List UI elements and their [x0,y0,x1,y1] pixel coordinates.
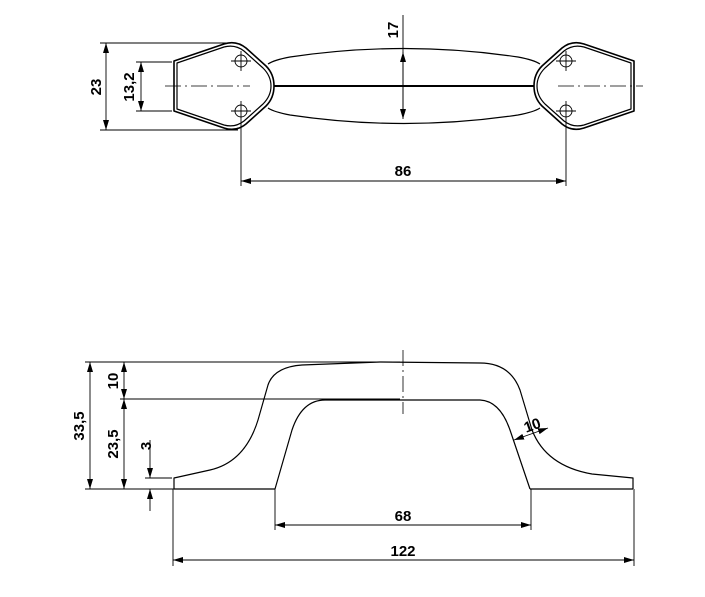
dim-inner-clearance: 23,5 [105,429,122,458]
dim-hole-center-distance: 86 [395,163,412,180]
top-view: 23 13,2 17 86 [88,15,643,186]
hole-top-left [231,51,251,71]
dim-overall-height-top: 23 [88,79,105,96]
dim-overall-length: 122 [390,543,415,560]
grip-top-edge [267,47,541,65]
hole-top-right [556,51,576,71]
dim-overall-height-side: 33,5 [71,411,88,440]
grip-bottom-edge [267,107,541,125]
dim-hole-spacing: 13,2 [121,72,138,101]
dim-grip-thickness: 10 [105,373,122,390]
dim-inner-span: 68 [395,508,412,525]
hole-bottom-left [231,101,251,121]
handle-inner-profile [274,399,531,490]
side-view: 33,5 10 23,5 3 10 68 122 [71,350,635,566]
dim-wall-thickness: 10 [522,415,543,437]
hole-bottom-right [556,101,576,121]
handle-outer-profile [173,361,634,489]
dim-grip-width: 17 [385,22,402,39]
dim-base-thickness: 3 [138,442,155,450]
